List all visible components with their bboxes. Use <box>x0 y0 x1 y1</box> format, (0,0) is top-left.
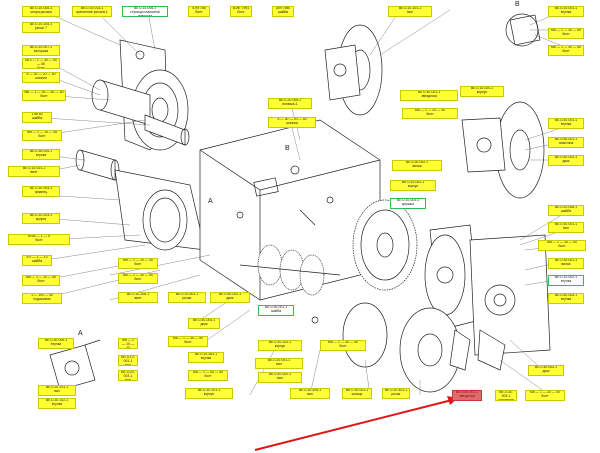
part-label: ВЕ-0-30-005-1 втулка <box>38 338 74 349</box>
part-label: М8 — 1 — 30 — 50 — 60 болт <box>22 90 66 101</box>
part-label: М8 — 1 — 40 — 50 болт <box>188 370 228 381</box>
highlighted-part-label: ВЕ-0-40-001-1 звездочка <box>452 390 482 401</box>
part-label: ВЕ-0-10-005-1 опора рычага <box>22 6 60 17</box>
part-label: 5.0 — 1 — 10 шайба <box>22 255 52 266</box>
part-label: ВЕ-0-10-405-1 вал <box>290 388 330 399</box>
part-label: 5 — 30 — 20 — 50 шпонка <box>22 72 60 83</box>
part-label: ВЕ-0-20-009-1 вставка-1 <box>268 98 312 109</box>
part-label: ВЕ-0-40-003-1 втулка <box>548 293 584 304</box>
part-label: В.ИЕ 7991 болт <box>230 6 252 17</box>
part-label: ВЕ-0-40-001-1 звездочка <box>400 90 458 101</box>
part-label: 1 — 100 — 50 подшипник <box>22 293 62 304</box>
part-label: ВЕ-0-10-206-1 винт <box>118 292 158 303</box>
part-label: М8 — 1 — 10 — 45 болт <box>22 130 62 141</box>
part-label: ВЕ-0-10-401-1 рычаг <box>382 388 410 399</box>
part-label: ВЕ-0-20-001-1 вал <box>255 358 303 369</box>
part-label: ВЕ-0-30-003-1 шестерня <box>495 390 517 401</box>
part-label: М8 — 1 — 30 — 50 болт <box>538 240 586 251</box>
part-label: М6 — 1 — 20 — 50 болт <box>525 390 565 401</box>
part-label: 5.99 766 болт <box>188 6 210 17</box>
part-label: ВЕ-0-10-001-1 вал <box>118 355 138 366</box>
part-label: ВЕ-0-50-001-1 пластина <box>548 137 584 148</box>
part-label: ВЕ-0-20-101-1 вал <box>38 385 76 396</box>
part-label: М6 — 1 — 30 — 50 болт <box>118 273 158 284</box>
part-label: ВЕ-0-10-001-1 втулка <box>548 6 584 17</box>
part-label: М6 — 1 — 30 — 50 болт <box>320 340 366 351</box>
part-label: ВЕ-0-10-201-1 корпус <box>185 388 233 399</box>
detail-tag-b-mid: B <box>285 145 290 152</box>
detail-tag-a-low: A <box>78 330 83 337</box>
part-label: ВЕ-0-10-203-1 муфта <box>22 213 60 224</box>
part-label: ВЕ-0-10-013-1 крепление рычага-1 <box>72 6 112 17</box>
brake-disc-top-drawing <box>324 24 383 116</box>
part-label: ВЕ-0-10-002-1 корпус <box>390 180 436 191</box>
part-label: ВЕ-0-10-502-1 втулка <box>188 352 224 363</box>
part-label: М10 — 1 — 30 — 50 — 60 болт <box>22 58 60 69</box>
sprocket-drawing <box>352 199 418 291</box>
part-label: М6 — 1 — 20 — 40 болт <box>402 108 458 119</box>
part-label: DIN 7980 шайба <box>272 6 294 17</box>
part-label: 1.98 60 шайба <box>22 112 52 123</box>
gear-cluster-drawing <box>239 244 341 296</box>
part-label: ВЕ-0-10-002-1 втулка <box>548 275 584 286</box>
part-label: ВЕ-0-30-102-1 втулка <box>38 398 76 409</box>
cover-plate-drawing <box>114 169 206 251</box>
part-label: ВЕ-0-10-001-1 винт <box>8 166 60 177</box>
part-label: ВЕ-0-10-007-1 заглушка <box>22 45 60 56</box>
part-label: ВЕ-0-10-006-1 ступица планшета/ поворота <box>122 6 168 17</box>
part-label: ВЕ-0-40-001-1 втулка <box>548 118 584 129</box>
part-label: М6 — 1 — 35 — 50 болт <box>168 336 208 347</box>
sleeve-drawing <box>75 149 120 181</box>
red-arrow <box>254 396 458 451</box>
part-label: М6 — 1 — 30 — 50 болт <box>548 45 584 56</box>
part-label: ВЕ-0-10-003-1 крышка <box>390 198 426 209</box>
part-label: ВЕ-0-40-003-1 диск <box>548 155 584 166</box>
part-label: 6×40 — 1 — 5 болт <box>8 234 70 245</box>
part-label: ВЕ-0-30-002-1 вилка <box>392 160 442 171</box>
part-label: ВЕ-0-40-002-1 диск <box>210 292 250 303</box>
part-label: ВЕ-0-40-003-1 диск <box>188 318 220 329</box>
part-label: ВЕ-0-10-202-1 корпус <box>258 340 302 351</box>
part-label: ВЕ-0-30-001-1 кольцо <box>342 388 372 399</box>
part-label: ВЕ-0-30-001-1 вилка <box>548 258 584 269</box>
lower-disc-drawing <box>342 302 506 393</box>
part-label: ВЕ-0-40-002-1 вал <box>258 372 302 383</box>
detail-tag-b-top: B <box>515 1 520 8</box>
part-label: ВЕ-0-30-001-1 шайба <box>258 305 294 316</box>
part-label: ВЕ-0-10-501-1 рычаг <box>168 292 206 303</box>
part-label: М8 — 1 — 10 — 50 болт <box>22 275 60 286</box>
hub-drawing <box>91 69 190 151</box>
part-label: ВЕ-0-40-002-1 диск <box>528 365 564 376</box>
brake-disc-right-drawing <box>461 101 545 199</box>
part-label: ВЕ-0-10-101-1 вал <box>388 6 432 17</box>
part-label: ВЕ-0-10-020-1 корпус <box>460 86 504 97</box>
part-label: ВЕ-0-10-105-1 рычаг 7 <box>22 22 60 33</box>
part-label: 5 — 30 — 20 — 50 шпонка <box>268 117 316 128</box>
detail-tag-a-mid: A <box>208 198 213 205</box>
part-label: ВЕ-0-20-003-1 вал <box>118 370 138 381</box>
part-label: ВЕ-0-40-001-1 вал <box>548 222 584 233</box>
part-label: ВЕ-0-30-020-1 втулка <box>22 149 60 160</box>
part-label: ВЕ-0-10-006-1 шайба <box>548 205 584 216</box>
part-label: М6 — 1 — 30 — 50 болт <box>548 28 584 39</box>
part-label: М6 — 1 — 10 — 40 болт <box>118 338 138 349</box>
part-label: ВЕ-0-10-004-1 фланец <box>22 186 60 197</box>
part-label: М6 — 1 — 20 — 50 болт <box>118 258 158 269</box>
